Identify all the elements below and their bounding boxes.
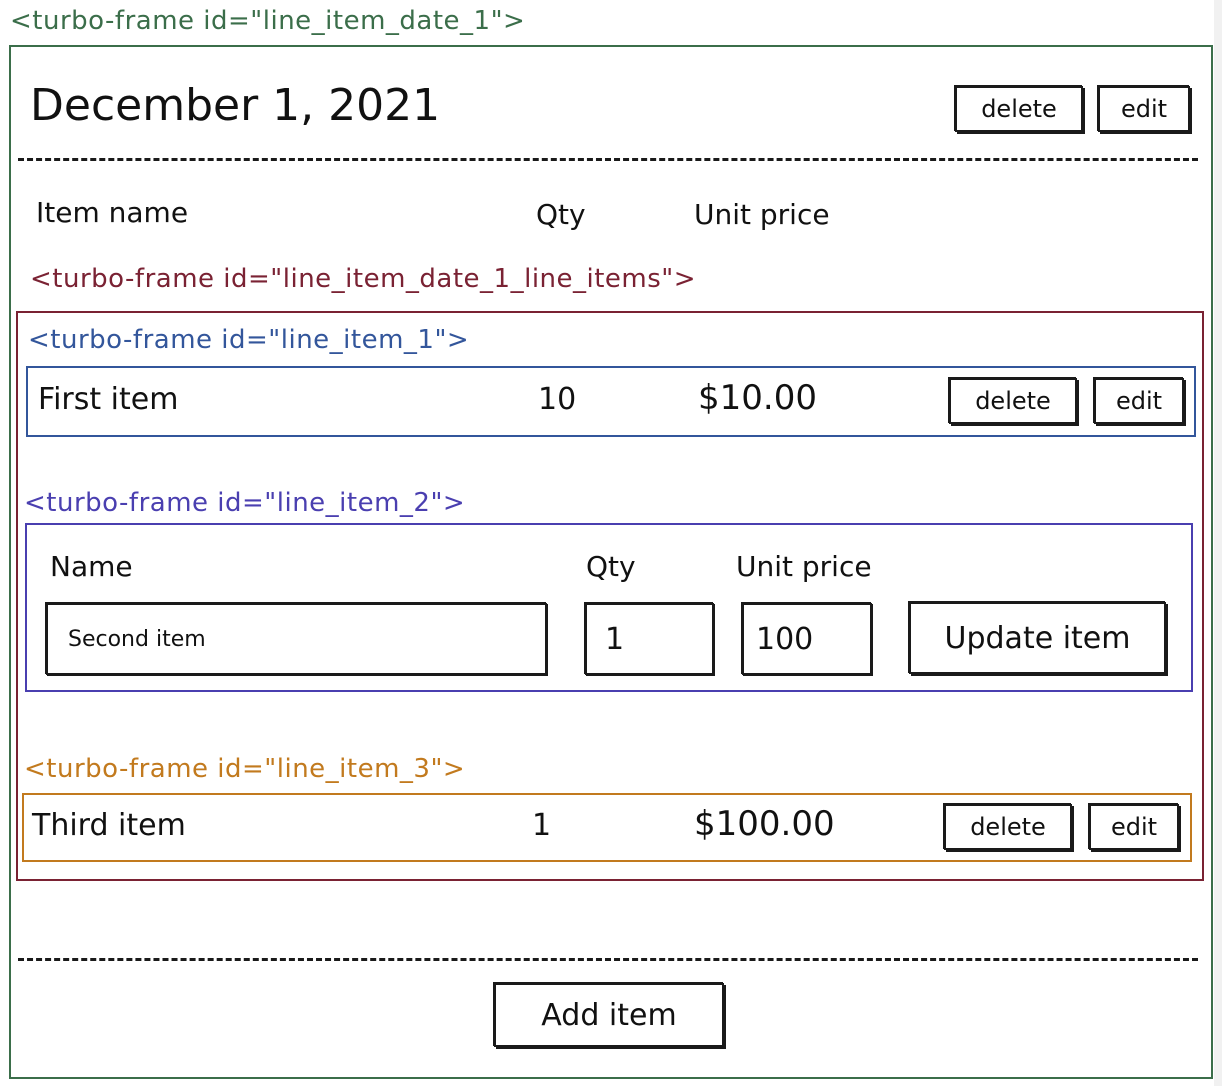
line-item-3-delete-button[interactable]: delete bbox=[944, 804, 1072, 850]
update-item-button[interactable]: Update item bbox=[909, 602, 1166, 674]
edit-form-qty-label: Qty bbox=[586, 550, 636, 583]
column-header-qty: Qty bbox=[536, 198, 586, 231]
line-item-3-name: Third item bbox=[32, 808, 186, 843]
line-item-1-price: $10.00 bbox=[698, 378, 817, 418]
line-item-1-frame bbox=[26, 366, 1196, 437]
edit-form-name-input[interactable]: Second item bbox=[46, 603, 547, 675]
add-item-button[interactable]: Add item bbox=[494, 983, 724, 1047]
edit-form-name-value: Second item bbox=[68, 626, 206, 652]
column-header-item-name: Item name bbox=[36, 196, 189, 229]
date-edit-button[interactable]: edit bbox=[1098, 86, 1190, 132]
line-items-frame-label: <turbo-frame id="line_item_date_1_line_i… bbox=[30, 264, 697, 294]
line-items-frame bbox=[16, 311, 1204, 881]
line-item-2-frame-label: <turbo-frame id="line_item_2"> bbox=[24, 488, 466, 518]
line-item-1-name: First item bbox=[38, 382, 179, 417]
page-edge bbox=[1214, 0, 1222, 1086]
edit-form-qty-input[interactable]: 1 bbox=[585, 603, 714, 675]
header-divider bbox=[18, 158, 1198, 161]
line-item-1-delete-button[interactable]: delete bbox=[949, 378, 1077, 424]
line-item-1-qty: 10 bbox=[538, 382, 577, 417]
line-item-2-frame bbox=[25, 523, 1193, 692]
line-item-1-edit-button[interactable]: edit bbox=[1094, 378, 1184, 424]
edit-form-unit-price-value: 100 bbox=[756, 621, 814, 657]
date-delete-button[interactable]: delete bbox=[955, 86, 1083, 132]
line-item-3-frame bbox=[22, 793, 1192, 862]
line-item-1-frame-label: <turbo-frame id="line_item_1"> bbox=[28, 325, 470, 355]
line-item-3-qty: 1 bbox=[532, 808, 552, 843]
outer-frame-label: <turbo-frame id="line_item_date_1"> bbox=[10, 6, 526, 36]
edit-form-unit-price-label: Unit price bbox=[736, 550, 872, 583]
line-item-3-frame-label: <turbo-frame id="line_item_3"> bbox=[24, 754, 466, 784]
footer-divider bbox=[18, 958, 1198, 961]
edit-form-qty-value: 1 bbox=[605, 621, 625, 657]
outer-frame bbox=[9, 45, 1213, 1079]
line-item-3-price: $100.00 bbox=[694, 804, 835, 844]
line-item-3-edit-button[interactable]: edit bbox=[1089, 804, 1179, 850]
date-title: December 1, 2021 bbox=[30, 80, 441, 131]
edit-form-name-label: Name bbox=[50, 550, 133, 583]
column-header-unit-price: Unit price bbox=[694, 198, 830, 231]
edit-form-unit-price-input[interactable]: 100 bbox=[742, 603, 872, 675]
